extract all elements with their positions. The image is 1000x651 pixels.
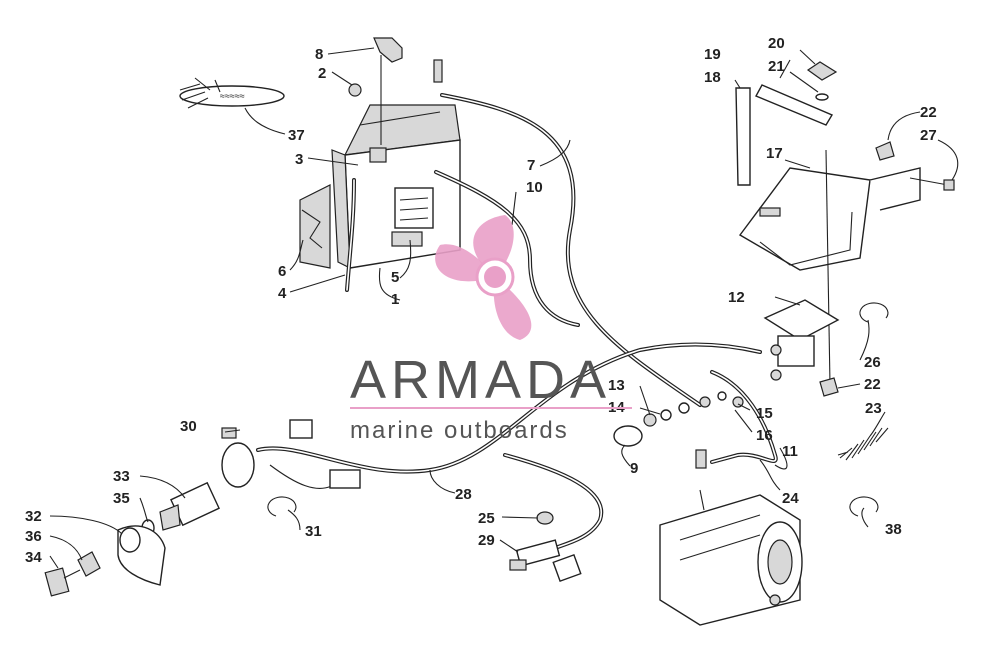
callout-21: 21 [768, 58, 785, 75]
clip-31 [267, 496, 297, 517]
callout-17: 17 [766, 145, 783, 162]
nut-22-bottom [819, 377, 839, 397]
callout-5: 5 [391, 269, 399, 286]
decal-37: ≈≈≈≈≈ [179, 77, 285, 109]
callout-23: 23 [865, 400, 882, 417]
callout-12: 12 [728, 289, 745, 306]
callout-7: 7 [527, 157, 535, 174]
screw-2 [348, 83, 362, 97]
callout-22-top: 22 [920, 104, 937, 121]
callout-11: 11 [782, 443, 798, 460]
callout-37: 37 [288, 127, 305, 144]
nut-36 [77, 551, 101, 577]
strap-18 [735, 87, 751, 186]
watermark-title: ARMADA [350, 350, 611, 410]
starter-motor [659, 489, 803, 626]
svg-text:≈≈≈≈≈: ≈≈≈≈≈ [220, 91, 245, 101]
watermark: ARMADA marine outboards [350, 215, 632, 444]
battery-1 [331, 104, 461, 269]
battery-box-6 [299, 184, 331, 269]
callout-31: 31 [305, 523, 322, 540]
callout-19: 19 [704, 46, 721, 63]
callout-6: 6 [278, 263, 286, 280]
boot-9 [613, 425, 643, 447]
boot-8 [373, 37, 403, 145]
cable-10 [434, 170, 580, 327]
cable-7 [433, 59, 702, 407]
callout-29: 29 [478, 532, 495, 549]
callout-18: 18 [704, 69, 721, 86]
callout-33: 33 [113, 468, 130, 485]
callout-13: 13 [608, 377, 625, 394]
callout-20: 20 [768, 35, 785, 52]
plate-32 [117, 525, 166, 586]
callout-24: 24 [782, 490, 799, 507]
callout-3: 3 [295, 151, 303, 168]
fuse-cap-25 [536, 511, 554, 525]
spring-23 [837, 427, 889, 461]
cable-11 [695, 370, 778, 469]
callout-34: 34 [25, 549, 42, 566]
clip-38 [849, 496, 879, 517]
propeller-logo [435, 215, 532, 340]
callout-4: 4 [278, 285, 287, 302]
bolt-27 [909, 177, 955, 191]
callout-27: 27 [920, 127, 937, 144]
callout-15: 15 [756, 405, 773, 422]
ignition-switch-33 [159, 442, 255, 531]
callout-2: 2 [318, 65, 326, 82]
callout-8: 8 [315, 46, 323, 63]
callout-1: 1 [391, 291, 399, 308]
vent-tube-4 [345, 178, 356, 292]
fuse-holder-29 [509, 539, 582, 583]
callout-32: 32 [25, 508, 42, 525]
wing-nut-20 [806, 61, 838, 81]
resistor-30 [221, 427, 237, 439]
callout-labels: 8 2 3 6 4 1 5 37 7 10 20 19 21 18 17 22 … [25, 35, 937, 566]
callout-10: 10 [526, 179, 543, 196]
rod [825, 149, 831, 386]
callout-30: 30 [180, 418, 197, 435]
solenoid-12 [763, 299, 840, 381]
hold-down-19 [755, 84, 834, 126]
nut-22-top [875, 141, 895, 161]
battery-tray-17 [738, 167, 921, 271]
watermark-subtitle: marine outboards [350, 417, 569, 444]
washers-13-16 [643, 391, 744, 427]
callout-36: 36 [25, 528, 42, 545]
callout-25: 25 [478, 510, 495, 527]
clip-26 [859, 302, 889, 323]
leader-lines [49, 47, 959, 569]
callout-35: 35 [113, 490, 130, 507]
wire-harness-28 [256, 342, 762, 552]
callout-28: 28 [455, 486, 472, 503]
callout-38: 38 [885, 521, 902, 538]
callout-22-bottom: 22 [864, 376, 881, 393]
callout-26: 26 [864, 354, 881, 371]
key-34 [44, 567, 81, 597]
washer-21 [815, 93, 829, 101]
callout-16: 16 [756, 427, 773, 444]
callout-9: 9 [630, 460, 638, 477]
